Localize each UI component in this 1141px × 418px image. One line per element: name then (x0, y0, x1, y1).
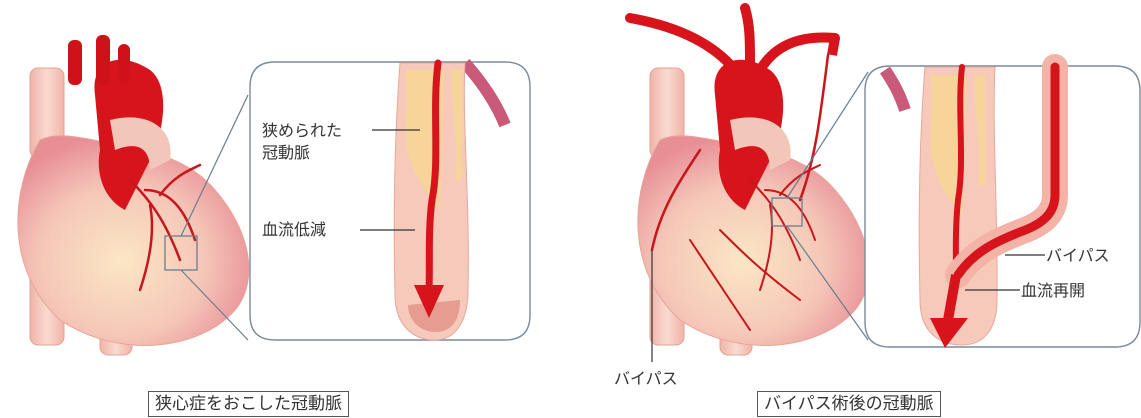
narrowed-artery-label-line2: 冠動脈 (262, 142, 342, 164)
reduced-flow-label: 血流低減 (262, 219, 326, 241)
artery-inset (250, 62, 530, 340)
bypass-inset-label: バイパス (1046, 245, 1110, 267)
narrowed-artery-label-line1: 狭められた (262, 120, 342, 142)
angina-caption: 狭心症をおこした冠動脈 (148, 391, 349, 417)
bypass-illustration (600, 0, 1141, 418)
bypass-caption: バイパス術後の冠動脈 (757, 391, 941, 417)
flow-restored-label: 血流再開 (1021, 280, 1085, 302)
narrowed-artery-label: 狭められた 冠動脈 (262, 120, 342, 164)
angina-panel: 狭められた 冠動脈 血流低減 狭心症をおこした冠動脈 (0, 0, 560, 418)
bypass-inset (865, 66, 1140, 348)
bypass-heart-label: バイパス (614, 368, 678, 390)
bypass-panel: バイパス 血流再開 バイパス バイパス術後の冠動脈 (600, 0, 1141, 418)
angina-illustration (0, 0, 560, 418)
